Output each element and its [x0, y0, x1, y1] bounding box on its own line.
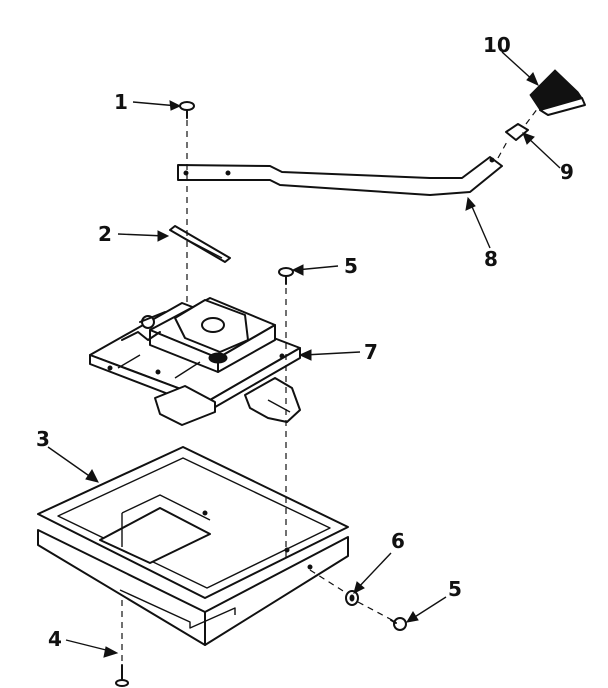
callout-10: 10: [483, 33, 511, 57]
callout-9: 9: [560, 160, 574, 184]
washer-part-6: [345, 590, 359, 606]
leader-arrows: [47, 51, 561, 658]
clip-part-9: [505, 123, 529, 141]
base-tray-part-3: [37, 446, 349, 646]
latch-assembly-part-7: [89, 297, 301, 426]
callout-2: 2: [98, 222, 112, 246]
callout-5-upper: 5: [344, 254, 358, 278]
spring-pin-part-2: [169, 225, 231, 263]
lever-arm-part-8: [177, 156, 503, 196]
callout-8: 8: [484, 247, 498, 271]
screw-part-5-lower: [390, 617, 407, 631]
callout-7: 7: [364, 340, 378, 364]
callout-4: 4: [48, 627, 62, 651]
callout-1: 1: [114, 90, 128, 114]
callout-3: 3: [36, 427, 50, 451]
assembly-center-lines: [121, 107, 539, 662]
screw-part-4: [115, 664, 129, 687]
callout-5-lower: 5: [448, 577, 462, 601]
callout-6: 6: [391, 529, 405, 553]
screw-part-1: [179, 101, 195, 119]
screw-part-5-upper: [278, 267, 294, 285]
handle-knob-part-10: [529, 69, 586, 116]
